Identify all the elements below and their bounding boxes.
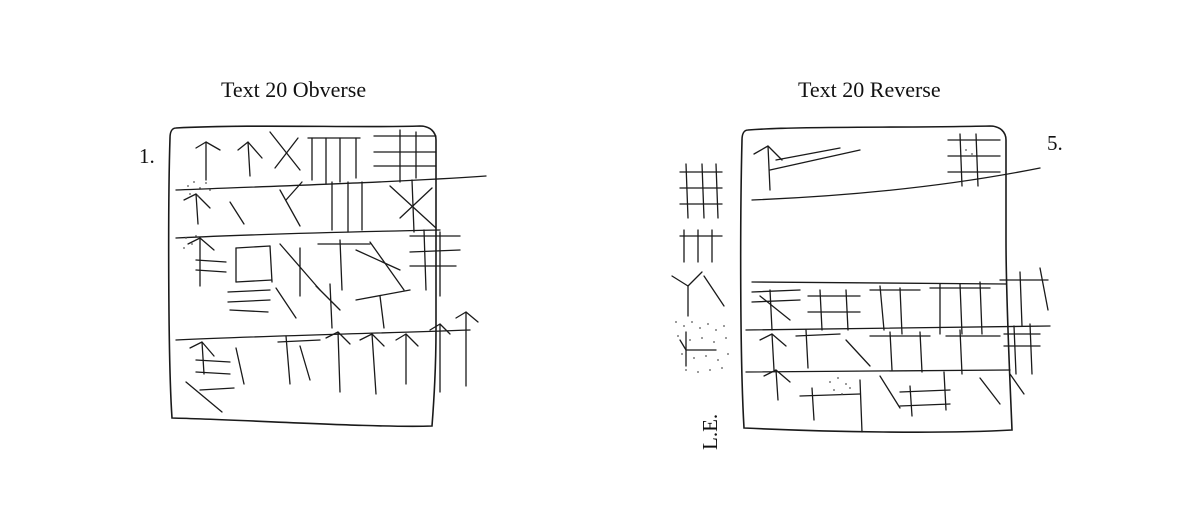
reverse-cuneiform-signs	[745, 133, 1051, 433]
reverse-title: Text 20 Reverse	[798, 77, 941, 102]
obverse-cuneiform-signs	[175, 129, 487, 413]
obverse-line-marker: 1.	[139, 144, 155, 168]
obverse-damage-stipple	[183, 181, 211, 249]
obverse-tablet-outline	[167, 125, 437, 428]
obverse-title: Text 20 Obverse	[221, 77, 367, 102]
left-edge-damage-stipple	[675, 321, 729, 373]
reverse-line-marker: 5.	[1047, 131, 1063, 155]
left-edge-signs	[671, 163, 725, 367]
reverse-tablet-outline	[739, 125, 1013, 433]
reverse-damage-stipple	[829, 149, 973, 395]
